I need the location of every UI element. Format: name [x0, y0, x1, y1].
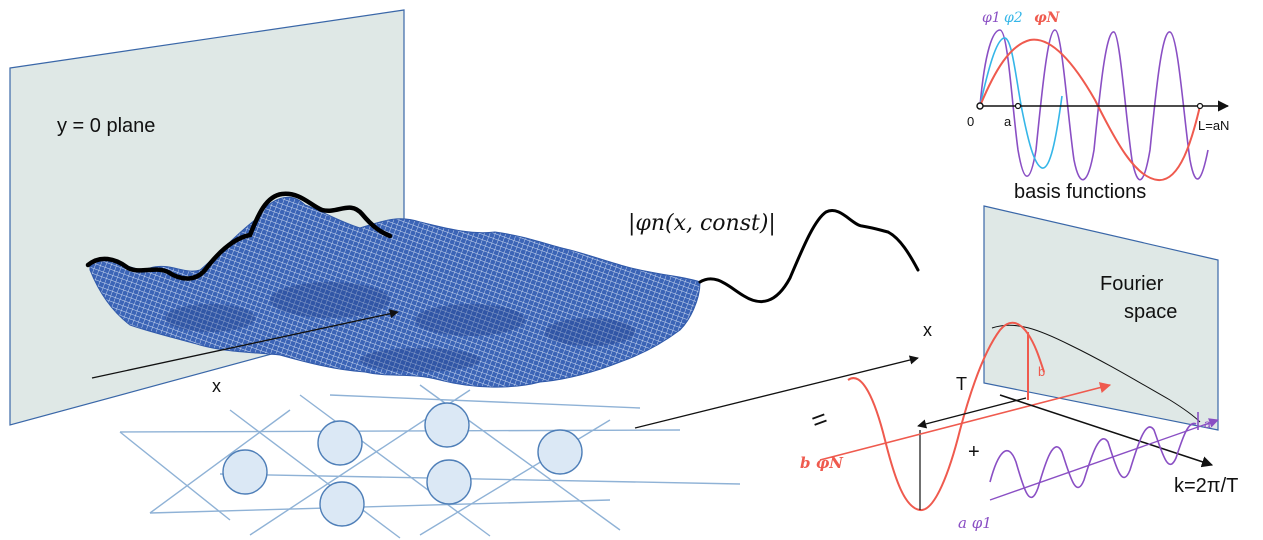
plane-label: y = 0 plane: [57, 115, 155, 137]
lattice-nodes: [222, 402, 583, 527]
fourier-envelope: [991, 324, 1201, 423]
fourier-plane: [983, 205, 1219, 431]
a-label: a: [1204, 417, 1211, 431]
profile-label: |φn(x, const)|: [628, 211, 776, 236]
long-x-arrow: [634, 355, 919, 429]
origin-label: 0: [967, 114, 974, 129]
b-phiN-curve: [847, 321, 1045, 511]
plane-profile-curve: [85, 191, 393, 281]
phi1-curve: [979, 29, 1209, 181]
phi2-curve: [979, 37, 1063, 169]
a-tick-label: a: [1004, 114, 1012, 129]
lattice-node: [319, 481, 365, 527]
end-label: L=aN: [1198, 118, 1229, 133]
b-phiN-axis: [819, 382, 1112, 461]
x-axis-arrow: [91, 309, 399, 379]
b-phiN-label: b φN: [800, 454, 844, 472]
legend-phi2: φ2: [1004, 10, 1023, 26]
a-dot: [1014, 102, 1022, 110]
x-axis-label: x: [212, 376, 221, 396]
a-phi1-label: a φ1: [958, 514, 992, 532]
profile-continuation-curve: [698, 209, 920, 304]
equals-sign: =: [807, 403, 832, 436]
lattice-node: [222, 449, 268, 495]
origin-dot: [976, 102, 984, 110]
fourier-title-line2: space: [1124, 301, 1177, 323]
lattice-node: [426, 459, 472, 505]
period-arrow: [917, 397, 1027, 429]
basis-caption: basis functions: [1014, 181, 1146, 203]
wavefunction-surface: [89, 196, 701, 388]
lattice-node: [317, 420, 363, 466]
plus-sign: +: [968, 441, 980, 463]
phiN-curve: [979, 38, 1201, 182]
fourier-title-line1: Fourier: [1100, 273, 1164, 295]
b-label: b: [1038, 364, 1045, 379]
end-dot: [1196, 102, 1204, 110]
lattice-lines: [119, 384, 741, 539]
lattice-node: [424, 402, 470, 448]
k-axis: [999, 394, 1214, 468]
long-x-label: x: [923, 320, 932, 340]
k-label: k=2π/T: [1174, 475, 1238, 497]
a-phi1-axis: [989, 418, 1219, 501]
period-label: T: [956, 374, 967, 394]
a-phi1-curve: [989, 422, 1197, 499]
legend-phiN: φN: [1034, 10, 1061, 26]
basis-functions-panel: 0 a L=aN basis functions φ1 φ2 φN: [967, 10, 1229, 203]
lattice-node: [537, 429, 583, 475]
legend-phi1: φ1: [982, 10, 1001, 26]
surface-shading: [165, 282, 635, 372]
